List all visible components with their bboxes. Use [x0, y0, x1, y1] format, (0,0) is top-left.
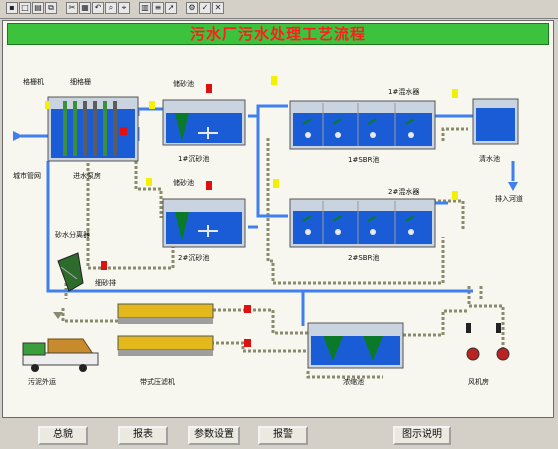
- check-icon[interactable]: ✓: [199, 2, 211, 14]
- print-icon[interactable]: ▤: [32, 2, 44, 14]
- sensor: [146, 178, 152, 186]
- sensor: [149, 101, 155, 109]
- label-sludge-out: 污泥外运: [28, 377, 56, 386]
- label-grit-chamber-1: 1#沉砂池: [178, 154, 209, 163]
- grid-icon[interactable]: ▥: [139, 2, 151, 14]
- valve[interactable]: [206, 181, 212, 190]
- labels: 格栅机 细格栅 进水泵房 城市管网 1#沉砂池 储砂池 2#沉砂池 储砂池 1#…: [13, 77, 523, 386]
- help-button[interactable]: 图示说明: [393, 426, 451, 445]
- report-button[interactable]: 报表: [118, 426, 168, 445]
- grit-chamber-1[interactable]: [162, 99, 246, 146]
- clear-water-tank[interactable]: [472, 98, 519, 145]
- process-diagram: 格栅机 细格栅 进水泵房 城市管网 1#沉砂池 储砂池 2#沉砂池 储砂池 1#…: [13, 76, 523, 386]
- undo-icon[interactable]: ↶: [92, 2, 104, 14]
- title-bar: 污水厂污水处理工艺流程: [7, 23, 549, 45]
- label-fine-grille: 细格栅: [70, 77, 91, 86]
- process-canvas: 污水厂污水处理工艺流程: [2, 20, 554, 418]
- label-sand-out: 细砂排: [95, 278, 116, 287]
- label-filter-press: 带式压滤机: [140, 377, 175, 386]
- label-clear-tank: 清水池: [479, 154, 500, 163]
- sensor: [452, 89, 458, 98]
- blue-pipes: [21, 104, 515, 326]
- label-blower-room: 风机房: [468, 377, 489, 386]
- label-sand-separator: 砂水分离器: [55, 230, 90, 239]
- valve[interactable]: [244, 339, 251, 347]
- alarm-button[interactable]: 报警: [258, 426, 308, 445]
- overview-button[interactable]: 总貌: [38, 426, 88, 445]
- label-grit-tank-2: 储砂池: [173, 178, 194, 187]
- sludge-truck-icon: [22, 338, 99, 372]
- grit-chamber-2[interactable]: [162, 198, 246, 248]
- label-mixer-2: 2#混水器: [388, 187, 419, 196]
- label-sbr-2: 2#SBR池: [348, 253, 379, 262]
- label-sbr-1: 1#SBR池: [348, 155, 379, 164]
- outlet-arrow-icon: [508, 182, 518, 191]
- label-grille-machine: 格栅机: [23, 77, 44, 86]
- zoom-icon[interactable]: ⌕: [105, 2, 117, 14]
- sludge-thickener[interactable]: [307, 322, 404, 369]
- sand-separator[interactable]: [57, 252, 84, 292]
- valve[interactable]: [101, 261, 107, 270]
- paste-icon[interactable]: ▦: [79, 2, 91, 14]
- params-button[interactable]: 参数设置: [188, 426, 240, 445]
- label-mixer-1: 1#混水器: [388, 87, 419, 96]
- sensor: [452, 191, 458, 200]
- copy-icon[interactable]: ⧉: [45, 2, 57, 14]
- open-icon[interactable]: □: [19, 2, 31, 14]
- sbr-tank-2[interactable]: [289, 198, 436, 248]
- sbr-tank-1[interactable]: [289, 100, 436, 150]
- cut-icon[interactable]: ✂: [66, 2, 78, 14]
- level-sensor: [45, 101, 50, 109]
- arrow-icon[interactable]: ➚: [165, 2, 177, 14]
- inlet-arrow-icon: [13, 131, 23, 141]
- label-inlet-well: 进水泵房: [73, 171, 101, 180]
- sensor: [273, 179, 279, 188]
- search-icon[interactable]: ⌖: [118, 2, 130, 14]
- close-icon[interactable]: ✕: [212, 2, 224, 14]
- save-icon[interactable]: ▪: [6, 2, 18, 14]
- label-grit-chamber-2: 2#沉砂池: [178, 253, 209, 262]
- page-title: 污水厂污水处理工艺流程: [189, 25, 366, 43]
- bottom-nav: 总貌 报表 参数设置 报警 图示说明: [0, 420, 558, 449]
- settings-icon[interactable]: ⚙: [186, 2, 198, 14]
- blower-room[interactable]: [466, 323, 510, 361]
- align-icon[interactable]: ≡: [152, 2, 164, 14]
- label-sludge-tank: 浓缩池: [343, 377, 364, 386]
- label-city-pipe: 城市管网: [13, 171, 41, 180]
- label-grit-tank-1: 储砂池: [173, 79, 194, 88]
- sensor: [271, 76, 277, 85]
- grey-pipes: [61, 127, 505, 379]
- down-arrow-icon: [53, 312, 63, 319]
- valve[interactable]: [206, 84, 212, 93]
- pump-valve[interactable]: [120, 127, 127, 135]
- toolbar: ▪□▤⧉ ✂▦↶⌕⌖ ▥≡➚ ⚙✓✕: [0, 0, 558, 19]
- label-outlet: 排入河道: [495, 194, 523, 203]
- valve[interactable]: [244, 305, 251, 313]
- filter-press[interactable]: [117, 303, 214, 356]
